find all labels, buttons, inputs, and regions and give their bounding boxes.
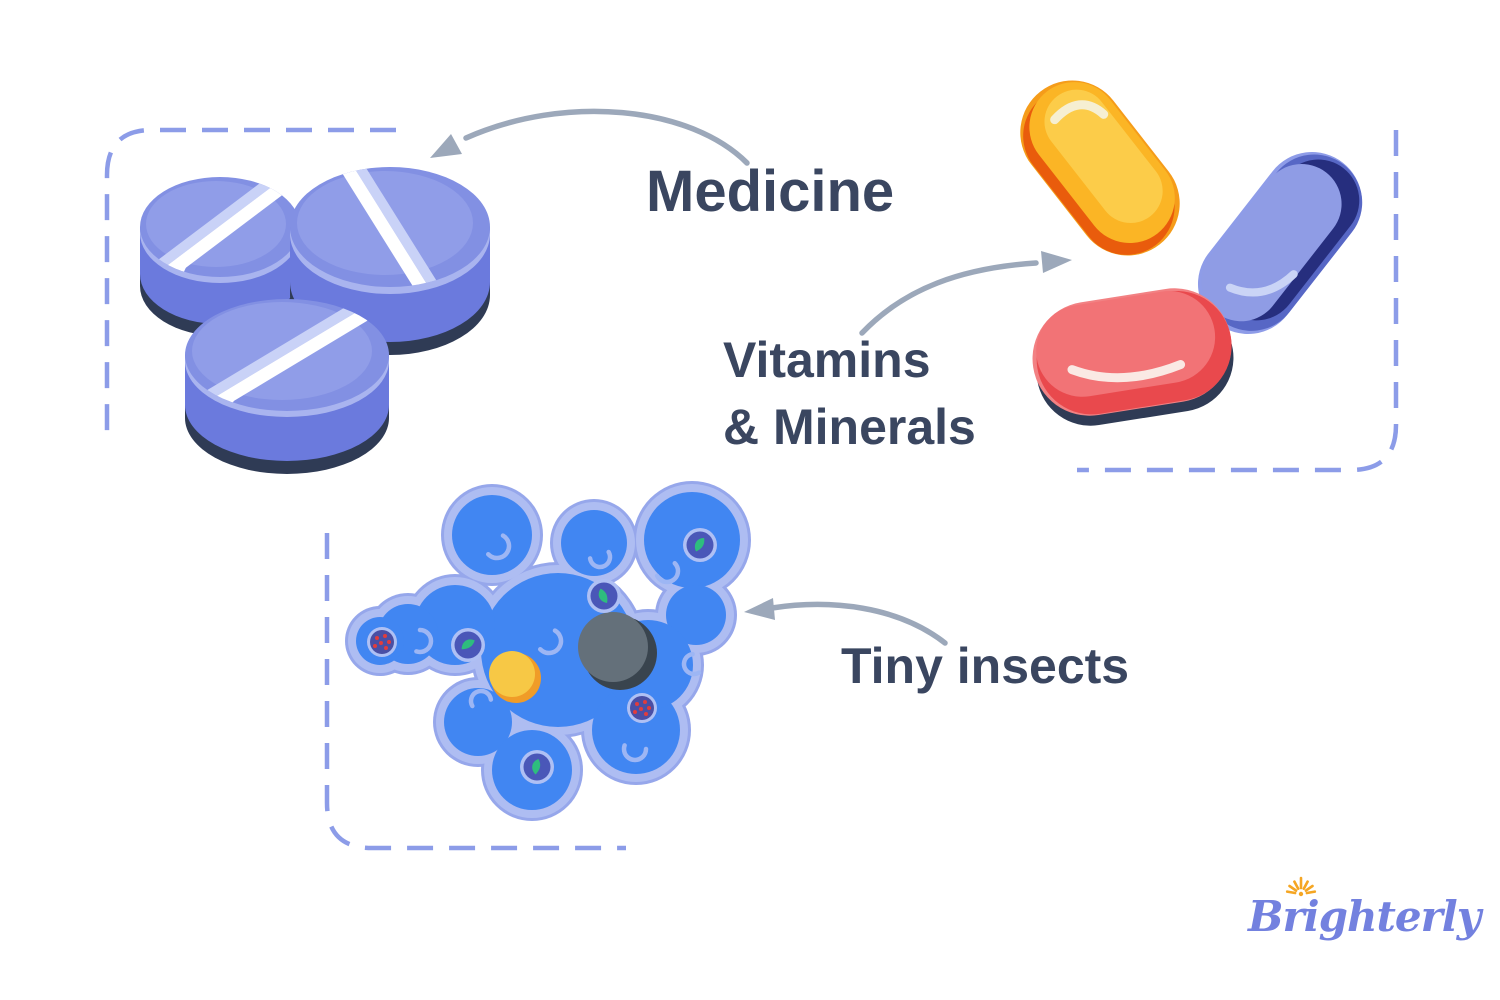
vacuole <box>683 528 717 562</box>
tablet-right <box>290 167 490 355</box>
granule-organelle <box>367 627 397 657</box>
vitamins-line1: Vitamins <box>723 332 931 388</box>
nucleus <box>578 612 657 690</box>
capsule-blue <box>1197 152 1363 334</box>
tiny-insects-arrow <box>744 598 948 646</box>
tablet-left <box>140 177 300 336</box>
amoeba-illustration <box>345 481 751 821</box>
capsule-red <box>1032 288 1234 426</box>
vacuole <box>520 750 554 784</box>
amoeba-dashed-frame <box>324 533 626 851</box>
medicine-label: Medicine <box>646 159 895 224</box>
brighterly-logo-text: Brighterly <box>1248 892 1481 941</box>
amoeba-crescent-marks <box>406 531 707 763</box>
tiny-insects-label: Tiny insects <box>841 638 1130 694</box>
amoeba-body <box>356 492 740 810</box>
brighterly-logo: Brighterly <box>1248 892 1481 941</box>
medicine-arrow <box>430 108 750 166</box>
tablet-front <box>185 299 389 474</box>
capsules-dashed-frame <box>1077 130 1399 473</box>
capsule-yellow <box>1020 80 1180 256</box>
tablets-dashed-frame <box>104 127 396 441</box>
tablets-illustration <box>140 167 490 474</box>
vitamins-line2: & Minerals <box>723 399 976 455</box>
yellow-organelle <box>489 651 541 703</box>
vitamins-minerals-label: Vitamins & Minerals <box>723 327 976 461</box>
granule-organelle <box>627 693 657 723</box>
vacuole <box>587 579 621 613</box>
capsules-illustration <box>1020 80 1363 426</box>
vitamins-arrow <box>859 251 1072 336</box>
vacuole <box>451 628 485 662</box>
sun-icon <box>1285 876 1317 897</box>
